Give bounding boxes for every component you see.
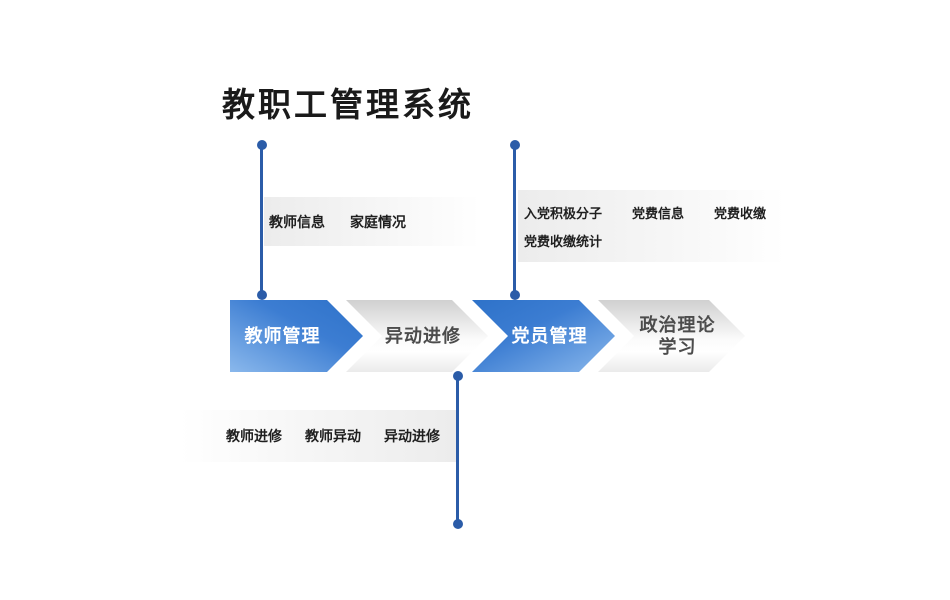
process-step-label-line2: 学习 — [658, 337, 697, 357]
connector-dot — [509, 140, 520, 150]
connector-dot — [452, 519, 463, 529]
page-title: 教职工管理系统 — [222, 86, 474, 123]
callout-item: 党费信息 — [632, 205, 685, 221]
connector-line-transfer — [452, 371, 463, 529]
callout-item: 党费收缴 — [714, 205, 767, 221]
process-step-political-theory-study: 政治理论 学习 — [598, 300, 745, 372]
connector-dot — [256, 290, 267, 300]
process-step-party-management: 党员管理 — [472, 300, 615, 372]
callout-item: 入党积极分子 — [524, 205, 603, 221]
callout-item: 教师信息 — [269, 213, 325, 230]
process-step-label: 党员管理 — [511, 326, 588, 346]
connector-dot — [509, 290, 520, 300]
callout-party: 入党积极分子 党费信息 党费收缴 党费收缴统计 — [518, 190, 785, 262]
connector-dot — [256, 140, 267, 150]
callout-transfer: 教师进修 教师异动 异动进修 — [180, 410, 456, 462]
callout-row: 入党积极分子 党费信息 党费收缴 — [524, 203, 766, 222]
process-step-label: 教师管理 — [244, 326, 321, 346]
callout-teacher-info: 教师信息 家庭情况 — [264, 197, 480, 246]
callout-row: 党费收缴统计 — [524, 231, 602, 250]
callout-item: 党费收缴统计 — [524, 233, 603, 249]
process-step-label: 异动进修 — [385, 326, 461, 346]
connector-dot — [452, 371, 463, 381]
connector-line-party — [509, 140, 520, 300]
connector-line-teacher — [256, 140, 267, 300]
callout-item: 教师进修 — [226, 428, 282, 444]
callout-item: 教师异动 — [305, 428, 361, 444]
process-step-transfer-training: 异动进修 — [346, 300, 488, 372]
callout-item: 异动进修 — [384, 428, 440, 444]
process-step-teacher-management: 教师管理 — [230, 300, 363, 372]
callout-item: 家庭情况 — [350, 213, 406, 230]
process-step-label-line1: 政治理论 — [639, 315, 716, 335]
